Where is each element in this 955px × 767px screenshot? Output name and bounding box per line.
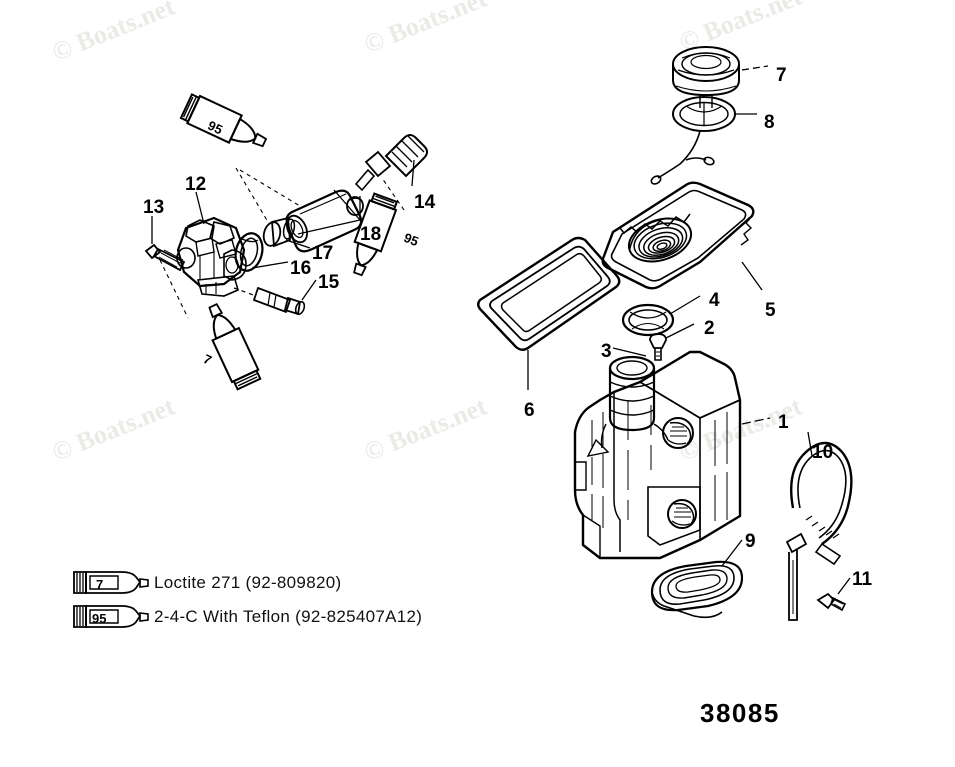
legend-icon-number-95: 95 [92, 611, 107, 626]
fuel-pump-body-group [176, 191, 247, 297]
callout-15: 15 [318, 272, 340, 293]
cap-oring-group [650, 96, 757, 185]
oring-16-group [234, 232, 289, 272]
callout-8: 8 [764, 112, 775, 133]
fuel-tank-body-group [573, 347, 771, 560]
legend-tube-icon-7 [70, 571, 138, 595]
callout-1: 1 [778, 412, 789, 433]
legend-row-teflon: 2-4-C With Teflon (92-825407A12) [70, 600, 422, 634]
legend-row-loctite: Loctite 271 (92-809820) [70, 566, 422, 600]
tank-cover-plate-group [601, 181, 763, 291]
fitting-15-group [233, 279, 317, 316]
callout-12: 12 [185, 174, 207, 195]
lube-tube-7-lower [208, 303, 262, 391]
callout-10: 10 [812, 442, 834, 463]
legend-label-loctite: Loctite 271 (92-809820) [154, 573, 342, 592]
legend: Loctite 271 (92-809820) 2-4-C With Teflo… [70, 566, 422, 634]
washer-17-group [262, 216, 311, 249]
lube-tube-95-right [353, 192, 399, 277]
tank-gasket-group [477, 236, 621, 390]
oval-grommet-group [650, 539, 744, 619]
callout-13: 13 [143, 197, 165, 218]
needle-14-group [297, 134, 428, 235]
legend-icon-number-7: 7 [96, 577, 104, 592]
callout-11: 11 [852, 569, 873, 590]
callout-18: 18 [360, 224, 382, 245]
callout-6: 6 [524, 400, 535, 421]
callout-2: 2 [704, 318, 715, 339]
legend-label-teflon: 2-4-C With Teflon (92-825407A12) [154, 607, 423, 626]
filter-cylinder-group [285, 189, 364, 253]
callout-16: 16 [290, 258, 312, 279]
drawing-number: 38085 [700, 698, 780, 728]
legend-icon-7 [73, 571, 149, 594]
legend-icon-95 [73, 605, 149, 628]
fuel-cap-group [672, 46, 769, 108]
lube-dashed-lines [235, 167, 405, 223]
tank-strap-group [785, 431, 853, 621]
callout-14: 14 [414, 192, 436, 213]
callout-17: 17 [312, 243, 334, 264]
callout-3: 3 [601, 341, 612, 362]
callout-5: 5 [765, 300, 776, 321]
filler-oring-group [621, 295, 701, 337]
strap-screw-group [816, 577, 851, 612]
lube-tube-95-upper [179, 93, 268, 148]
tank-plug-group [649, 323, 695, 361]
callout-7: 7 [776, 65, 787, 86]
callout-4: 4 [709, 290, 720, 311]
callout-9: 9 [745, 531, 756, 552]
